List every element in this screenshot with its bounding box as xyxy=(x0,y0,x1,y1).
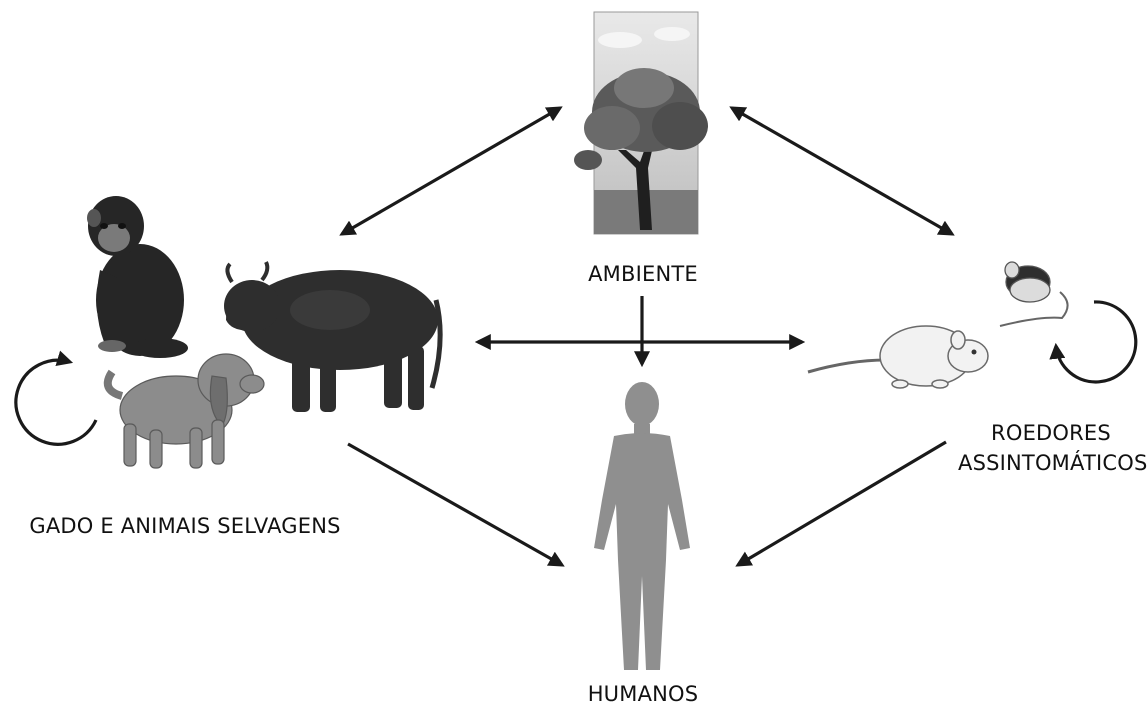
dog-icon xyxy=(108,354,264,468)
arrow-ambiente-gado xyxy=(342,108,560,234)
human-silhouette-icon xyxy=(594,382,690,670)
node-label-humanos: HUMANOS xyxy=(548,682,738,706)
cycle-arrow-icon xyxy=(1056,302,1136,382)
mouse-icon xyxy=(1000,262,1068,326)
arrow-gado-humanos xyxy=(348,444,562,565)
node-label-roedores-assintomaticos: ROEDORES ASSINTOMÁTICOS xyxy=(958,418,1144,478)
chimpanzee-icon xyxy=(87,196,188,358)
node-label-line: ROEDORES xyxy=(958,418,1144,448)
node-label-line: ASSINTOMÁTICOS xyxy=(958,448,1144,478)
node-label-gado-e-animais-selvagens: GADO E ANIMAIS SELVAGENS xyxy=(20,514,350,538)
cycle-arrow-icon xyxy=(16,360,96,444)
node-label-ambiente: AMBIENTE xyxy=(548,262,738,286)
tree-icon xyxy=(574,12,708,234)
arrow-ambiente-roedores xyxy=(732,108,952,234)
rat-icon xyxy=(808,326,988,388)
arrow-roedores-humanos xyxy=(738,442,946,565)
